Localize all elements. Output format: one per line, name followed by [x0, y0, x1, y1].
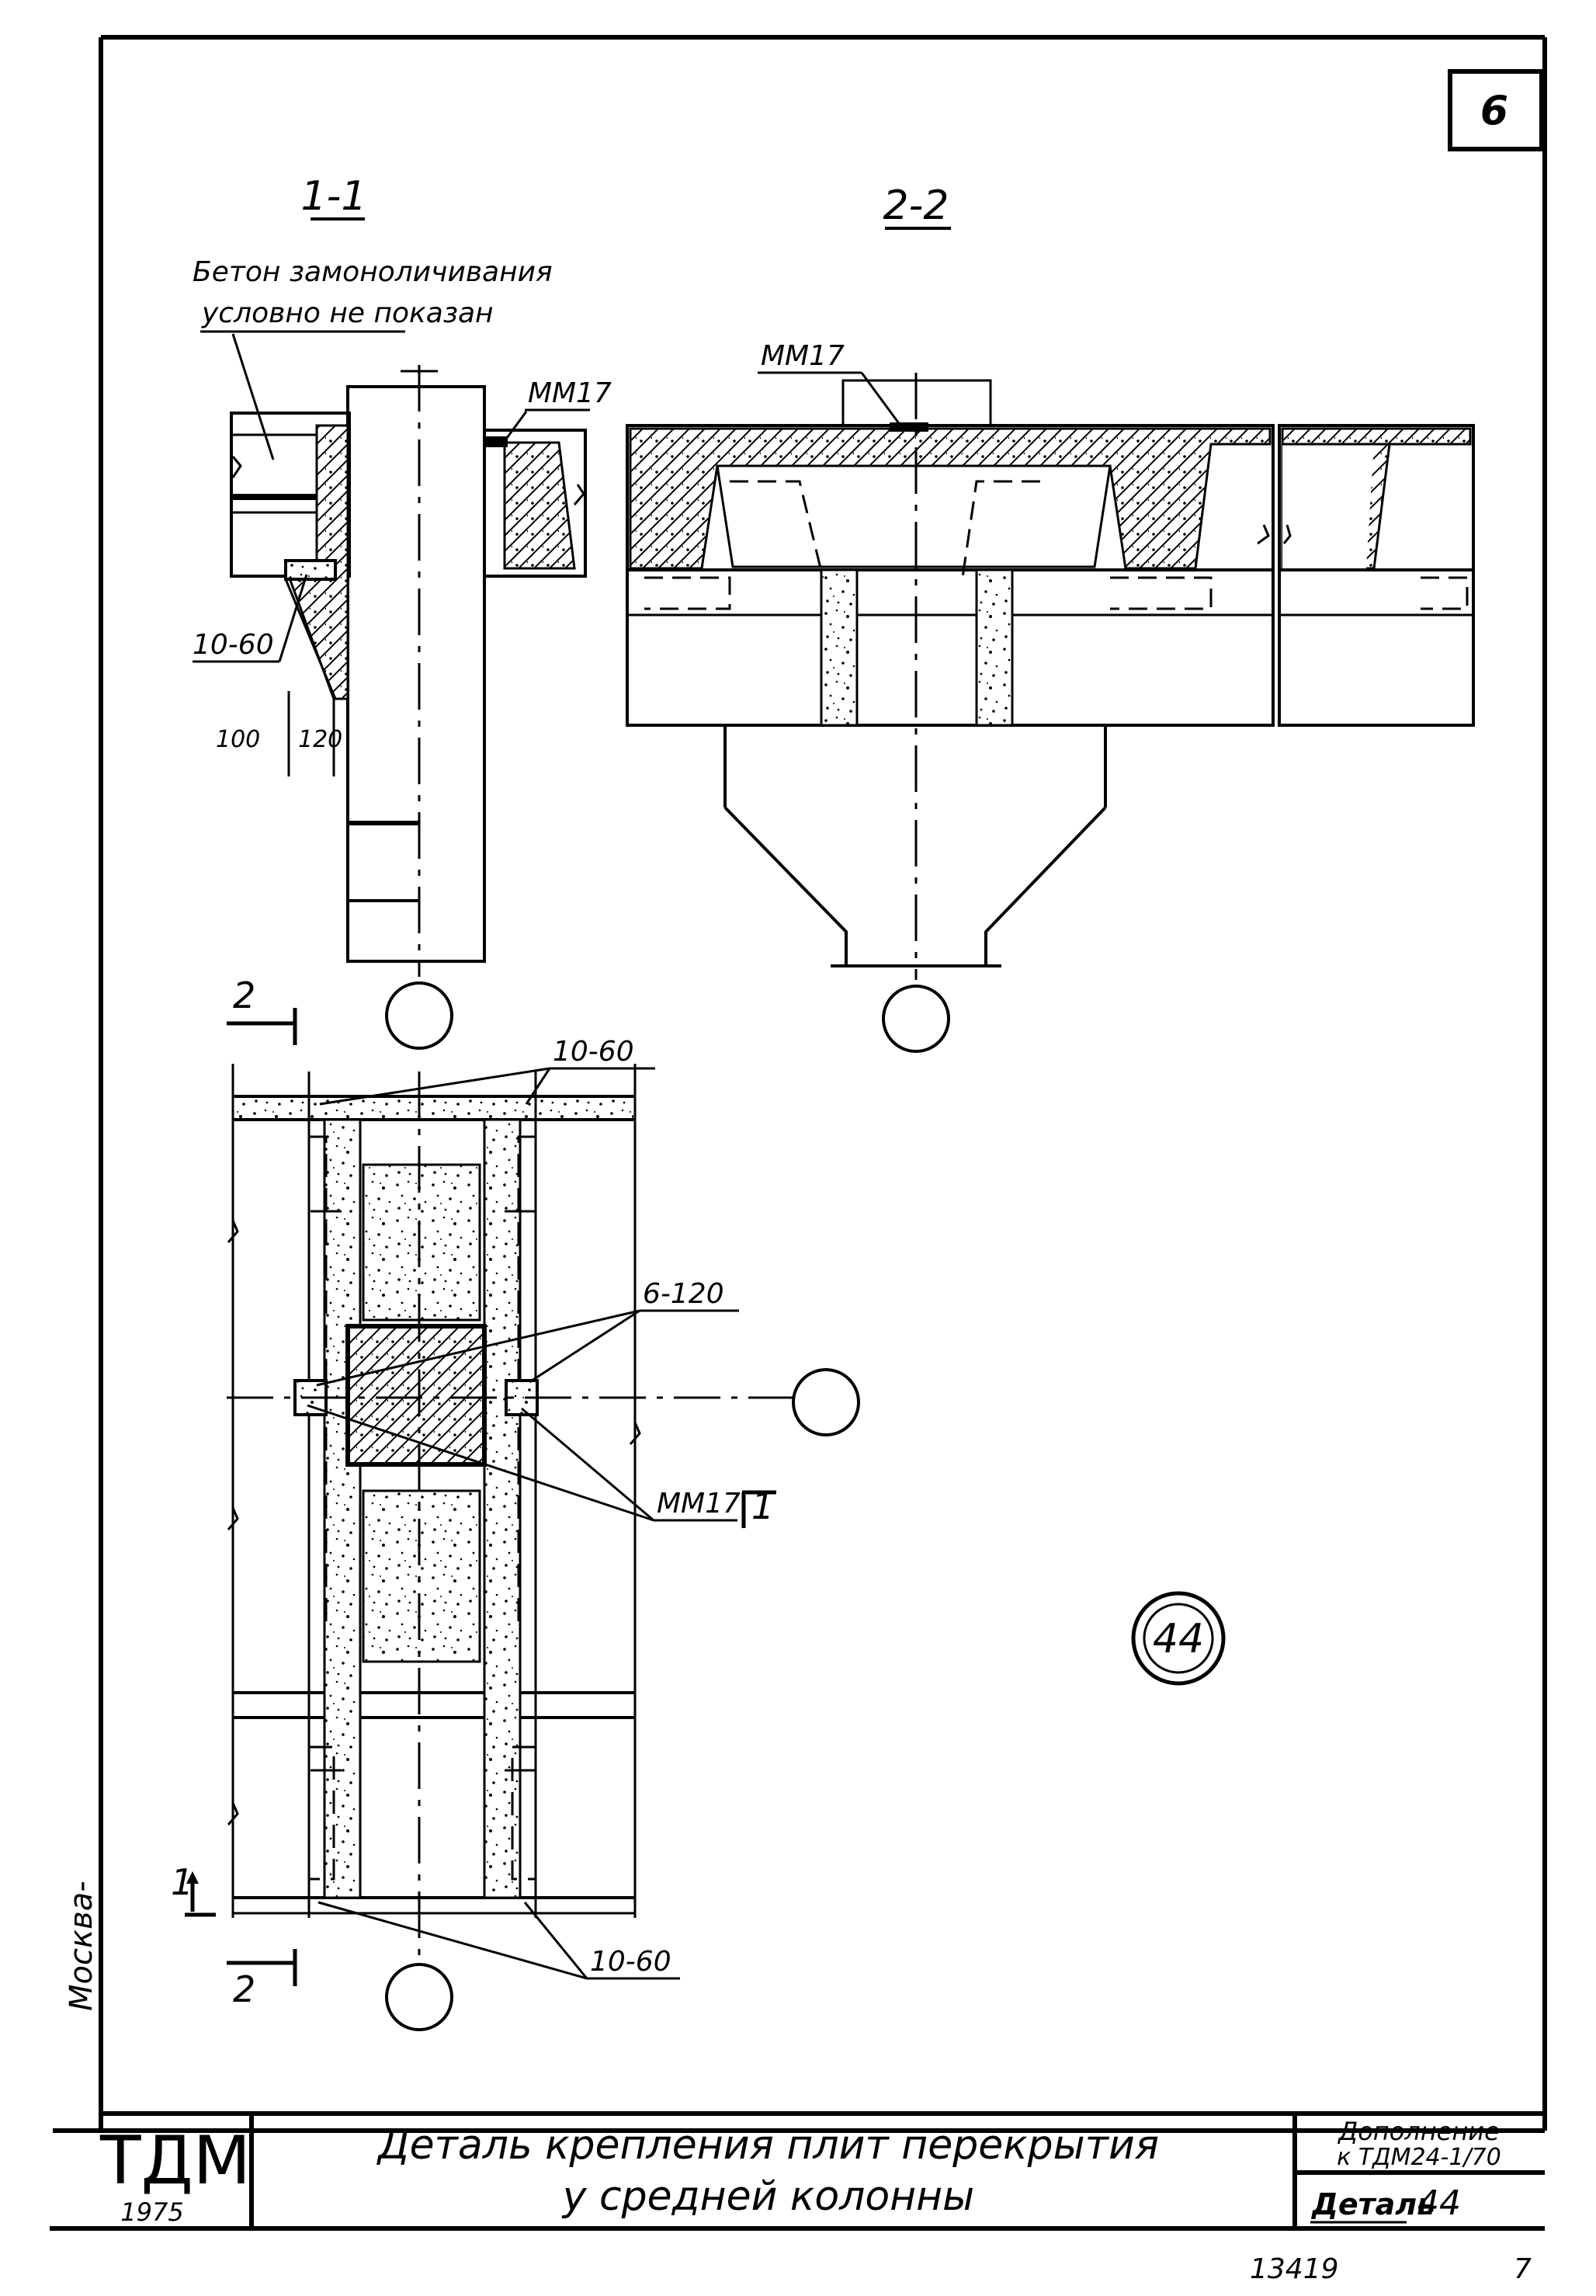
supplement-line2: к ТДМ24-1/70 [1337, 2144, 1501, 2171]
dim-100: 100 [216, 726, 260, 753]
axis-marker-plan-right [792, 1368, 860, 1436]
supplement-line1: Дополнение [1337, 2117, 1500, 2146]
page-number: 7 [1514, 2253, 1532, 2285]
weld-10-60-plan-top: 10-60 [553, 1036, 634, 1068]
drawing-title-line2: у средней колонны [561, 2173, 975, 2220]
corner-mark: 6 [1480, 88, 1508, 134]
detail-badge: 44 [1131, 1591, 1226, 1686]
year-label: 1975 [120, 2197, 183, 2227]
detail-number: 44 [1417, 2183, 1461, 2223]
weld-10-60-s11: 10-60 [193, 629, 274, 661]
detail-badge-number: 44 [1153, 1616, 1204, 1662]
plan-view: 2 2 1 [171, 974, 860, 2031]
part-mm17-plan: ММ17 [657, 1488, 741, 1520]
section-1-1-title: 1-1 [301, 173, 367, 220]
part-mm17-s11: ММ17 [528, 377, 612, 409]
org-logo: ТДМ [99, 2122, 251, 2200]
corner-mark-box: 6 [1448, 69, 1544, 151]
dim-120: 120 [298, 726, 342, 753]
part-mm17-s22: ММ17 [761, 340, 845, 372]
archive-number: 13419 [1250, 2253, 1339, 2285]
note-line-1: Бетон замоноличивания [193, 256, 553, 288]
axis-marker-s11 [385, 981, 453, 1050]
cut-2-top-label: 2 [233, 974, 255, 1016]
section-2-2: 2-2 ММ17 [626, 182, 1475, 1053]
title-block: ТДМ 1975 Деталь крепления плит перекрыти… [50, 2111, 1545, 2231]
detail-label: Деталь [1311, 2187, 1435, 2221]
section-2-2-title: 2-2 [883, 182, 949, 229]
side-city-label: Москва- [64, 1881, 99, 2011]
cut-2-bottom-label: 2 [233, 1968, 255, 2010]
axis-marker-s22 [882, 985, 950, 1053]
note-line-2: условно не показан [201, 297, 494, 329]
section-1-1: 1-1 Бетон замоноличивания условно не пок… [193, 173, 612, 1050]
weld-6-120-plan: 6-120 [643, 1278, 724, 1310]
axis-marker-plan-bottom [385, 1963, 453, 2031]
weld-10-60-plan-bottom: 10-60 [590, 1946, 671, 1978]
drawing-title-line1: Деталь крепления плит перекрытия [376, 2122, 1159, 2169]
